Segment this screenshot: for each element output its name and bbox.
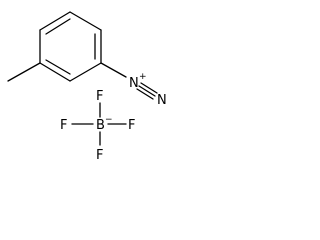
benzene-ring — [39, 11, 102, 82]
n-plus-charge: + — [139, 72, 147, 82]
ring-bond-1 — [39, 11, 71, 31]
structure-drawing: N + N B − F F F F — [7, 11, 167, 163]
ring-bond-4 — [69, 62, 102, 82]
triple-bond — [136, 82, 158, 100]
ring-bond-2 — [69, 11, 102, 31]
triple-bond-line-1 — [138, 85, 156, 97]
fluorine-bottom: F — [96, 148, 103, 163]
tetrafluoroborate: B − F F F F — [60, 89, 135, 163]
ring-to-n-bond — [100, 62, 127, 78]
boron-atom: B — [96, 118, 105, 133]
ring-double-bond-3 — [45, 59, 71, 75]
n-terminal-atom: N — [157, 93, 167, 108]
ring-double-bond-1 — [45, 18, 71, 35]
methyl-bond — [7, 62, 41, 82]
fluorine-top: F — [96, 89, 103, 104]
fluorine-right: F — [128, 118, 135, 133]
fluorine-left: F — [60, 118, 67, 133]
triple-bond-line-3 — [136, 88, 154, 100]
boron-charge: − — [105, 115, 113, 125]
ring-bond-5 — [39, 62, 71, 82]
triple-bond-line-2 — [140, 82, 158, 94]
n-plus-atom: N — [129, 76, 139, 91]
chemical-structure: N + N B − F F F F — [0, 0, 184, 165]
